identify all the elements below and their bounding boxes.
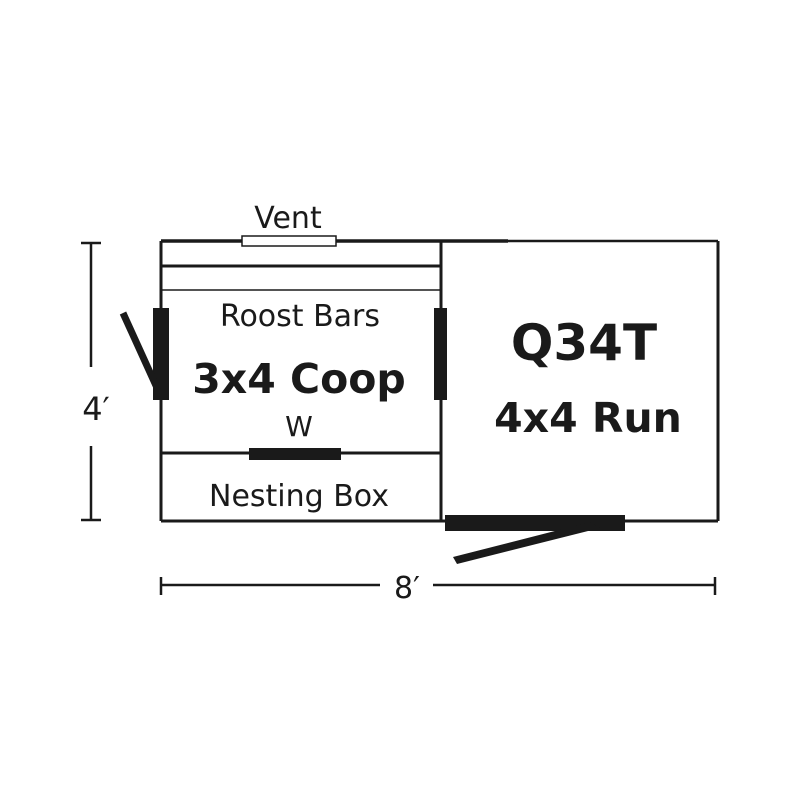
run-door-swing [453,522,600,564]
window-label: W [285,410,313,443]
vent-label: Vent [254,201,322,236]
run-door [445,515,625,564]
width-dimension [159,577,717,595]
run-model-label: Q34T [511,314,657,372]
coop-title: 3x4 Coop [192,355,406,403]
height-dimension [81,241,101,522]
window-symbol [249,448,341,460]
run-door-frame [445,515,625,531]
height-label: 4′ [82,390,110,428]
vent-symbol [241,235,337,247]
nesting-box-label: Nesting Box [209,479,389,514]
coop-left-door [119,308,169,400]
left-door-frame [153,308,169,400]
run-title: 4x4 Run [494,394,682,442]
roost-bars-label: Roost Bars [220,299,380,334]
width-label: 8′ [394,571,420,606]
interior-door [434,308,447,400]
left-door-swing [119,311,162,392]
vent [241,235,337,247]
